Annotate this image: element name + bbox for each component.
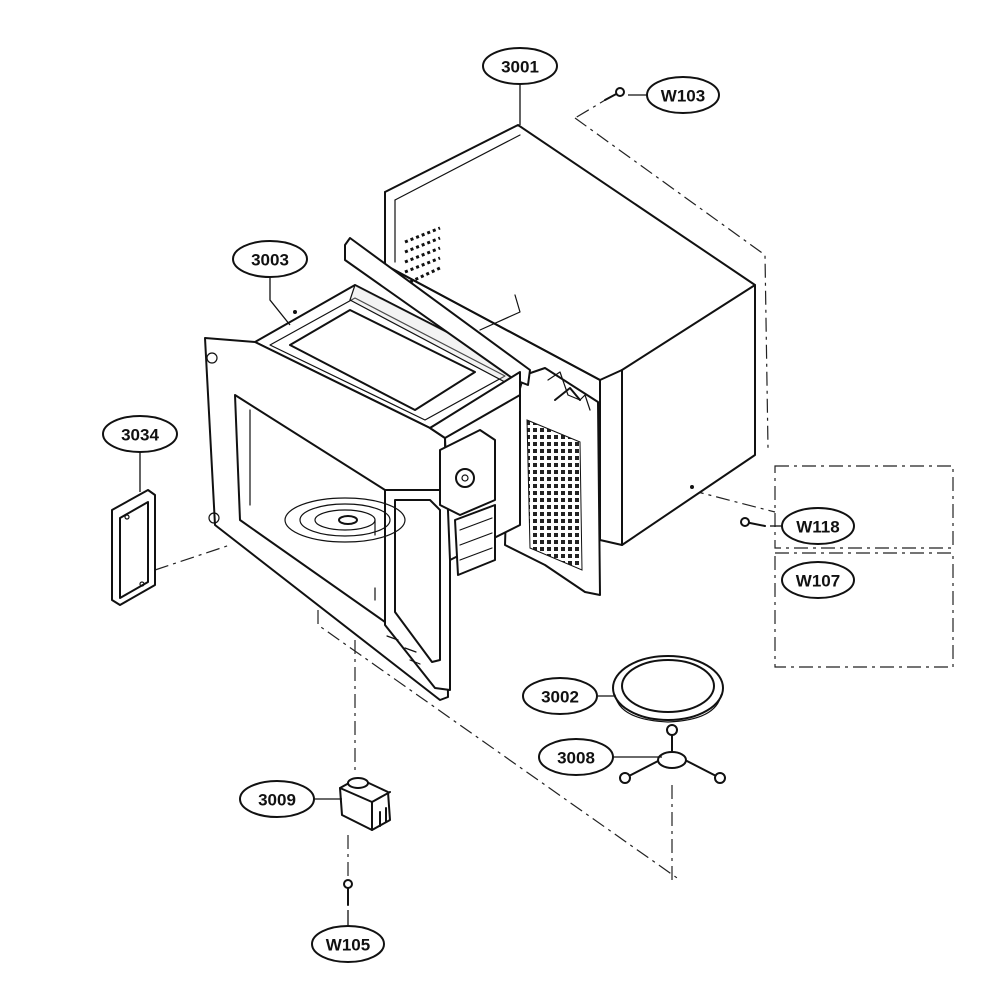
svg-text:3008: 3008 [557, 749, 595, 768]
svg-text:W118: W118 [796, 518, 839, 537]
svg-text:3001: 3001 [501, 58, 539, 77]
screw-side-part [740, 517, 766, 527]
svg-text:3003: 3003 [251, 251, 289, 270]
part-label-W118: W118 [781, 507, 855, 545]
part-label-3001: 3001 [482, 47, 558, 85]
part-label-3034: 3034 [102, 415, 178, 453]
svg-text:3002: 3002 [541, 688, 579, 707]
part-label-W107: W107 [781, 561, 855, 599]
svg-text:3009: 3009 [258, 791, 296, 810]
part-label-3002: 3002 [522, 677, 598, 715]
assembly-guide-lines [154, 95, 776, 881]
part-label-3009: 3009 [239, 780, 315, 818]
screw-top-part [604, 87, 625, 101]
back-panel-part [504, 367, 601, 596]
part-label-W105: W105 [311, 925, 385, 963]
cover-part [111, 489, 156, 606]
part-label-W103: W103 [646, 76, 720, 114]
leader-lines [139, 84, 782, 928]
part-label-3008: 3008 [538, 738, 614, 776]
svg-text:W105: W105 [326, 936, 370, 955]
svg-text:W103: W103 [661, 87, 705, 106]
svg-text:3034: 3034 [121, 426, 159, 445]
motor-part [339, 777, 391, 831]
cabinet-part [384, 124, 756, 546]
roller-guide-part [619, 724, 726, 784]
part-label-3003: 3003 [232, 240, 308, 278]
svg-text:W107: W107 [796, 572, 840, 591]
screw-bottom-part [343, 879, 353, 906]
cavity-part [204, 237, 531, 701]
glass-tray-part [612, 655, 724, 723]
kit-box [774, 465, 954, 668]
